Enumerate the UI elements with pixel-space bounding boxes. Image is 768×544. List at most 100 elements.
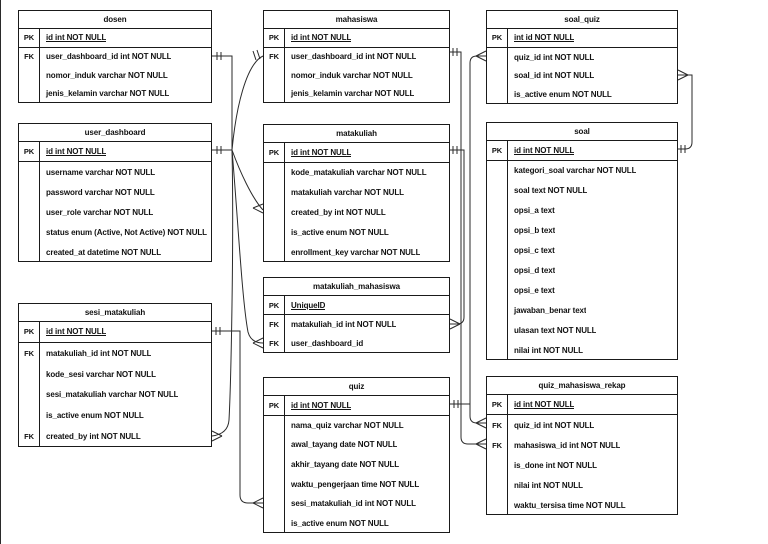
key-label <box>19 405 40 427</box>
key-label: PK <box>19 142 40 161</box>
field-text: UniqueID <box>291 300 326 310</box>
field-text: created_by int NOT NULL <box>46 432 141 442</box>
field-row: awal_tayang date NOT NULL <box>264 435 449 455</box>
key-label <box>487 495 508 515</box>
field-text: awal_tayang date NOT NULL <box>291 440 398 450</box>
rel-soal-soal_quiz <box>677 69 693 153</box>
field-row: kode_matakuliah varchar NOT NULL <box>264 162 449 183</box>
field-text: user_dashboard_id int NOT NULL <box>291 52 417 62</box>
field-text: jenis_kelamin varchar NOT NULL <box>46 89 170 99</box>
field-text: status enum (Active, Not Active) NOT NUL… <box>46 227 207 237</box>
rel-quiz-soal_quiz <box>450 50 487 408</box>
field-text: opsi_e text <box>514 285 555 295</box>
key-label <box>19 84 40 103</box>
field-row: is_done int NOT NULL <box>487 455 677 475</box>
table-title: mahasiswa <box>264 11 449 29</box>
field-text: sesi_matakuliah_id int NOT NULL <box>291 499 416 509</box>
key-label <box>19 66 40 85</box>
field-text: enrollment_key varchar NOT NULL <box>291 247 421 257</box>
field-row: jenis_kelamin varchar NOT NULL <box>19 84 211 103</box>
key-label <box>487 320 508 341</box>
field-row: kode_sesi varchar NOT NULL <box>19 363 211 385</box>
key-label <box>264 162 285 183</box>
field-text: jawaban_benar text <box>514 305 587 315</box>
table-title: matakuliah_mahasiswa <box>264 278 449 296</box>
key-label <box>264 66 285 85</box>
field-row: is_active enum NOT NULL <box>264 513 449 533</box>
key-label <box>264 513 285 533</box>
key-label <box>487 180 508 201</box>
field-text: quiz_id int NOT NULL <box>514 420 595 430</box>
key-label: FK <box>487 415 508 435</box>
key-label <box>264 242 285 262</box>
field-text: id int NOT NULL <box>514 145 575 155</box>
key-label: FK <box>19 342 40 364</box>
field-row: FK quiz_id int NOT NULL <box>487 415 677 435</box>
field-row: password varchar NOT NULL <box>19 182 211 202</box>
table-title: sesi_matakuliah <box>19 304 211 322</box>
field-row: opsi_d text <box>487 260 677 281</box>
key-label <box>264 435 285 455</box>
field-text: opsi_d text <box>514 265 556 275</box>
key-label: FK <box>264 315 285 334</box>
field-text: id int NOT NULL <box>46 33 107 43</box>
field-row: nomor_induk varchar NOT NULL <box>264 66 449 85</box>
field-text: akhir_tayang date NOT NULL <box>291 459 400 469</box>
field-text: matakuliah_id int NOT NULL <box>46 348 152 358</box>
field-text: kode_sesi varchar NOT NULL <box>46 369 156 379</box>
rel-sesi_matakuliah-quiz <box>212 327 264 509</box>
field-text: int id NOT NULL <box>514 33 575 43</box>
field-row: nama_quiz varchar NOT NULL <box>264 415 449 436</box>
page-edge-line <box>0 0 1 544</box>
key-label: PK <box>19 322 40 342</box>
table-title: matakuliah <box>264 125 449 143</box>
key-label <box>487 85 508 104</box>
key-label: FK <box>264 334 285 353</box>
field-row: jawaban_benar text <box>487 300 677 321</box>
field-row: opsi_e text <box>487 280 677 301</box>
rel-user_dashboard-sesi_matakuliah <box>211 149 234 442</box>
key-label <box>19 162 40 182</box>
rel-quiz-quiz_mahasiswa_rekap <box>469 404 487 429</box>
field-text: opsi_a text <box>514 206 555 216</box>
table-title: quiz_mahasiswa_rekap <box>487 377 677 395</box>
field-row: jenis_kelamin varchar NOT NULL <box>264 84 449 103</box>
key-label <box>264 474 285 494</box>
field-text: is_active enum NOT NULL <box>514 90 612 100</box>
field-row: soal text NOT NULL <box>487 180 677 201</box>
field-row: is_active enum NOT NULL <box>264 222 449 243</box>
field-text: waktu_pengerjaan time NOT NULL <box>291 479 420 489</box>
key-label <box>264 84 285 103</box>
table-title: soal_quiz <box>487 11 677 29</box>
key-label <box>487 66 508 86</box>
field-row: is_active enum NOT NULL <box>19 405 211 427</box>
field-text: is_active enum NOT NULL <box>46 411 144 421</box>
field-text: soal text NOT NULL <box>514 186 588 196</box>
key-label: FK <box>487 435 508 455</box>
field-text: is_active enum NOT NULL <box>291 227 389 237</box>
key-label <box>487 300 508 321</box>
key-label <box>487 47 508 67</box>
field-row: akhir_tayang date NOT NULL <box>264 454 449 475</box>
field-row: sesi_matakuliah_id int NOT NULL <box>264 493 449 514</box>
field-text: id int NOT NULL <box>291 33 352 43</box>
key-label <box>19 202 40 222</box>
field-row: ulasan text NOT NULL <box>487 320 677 341</box>
